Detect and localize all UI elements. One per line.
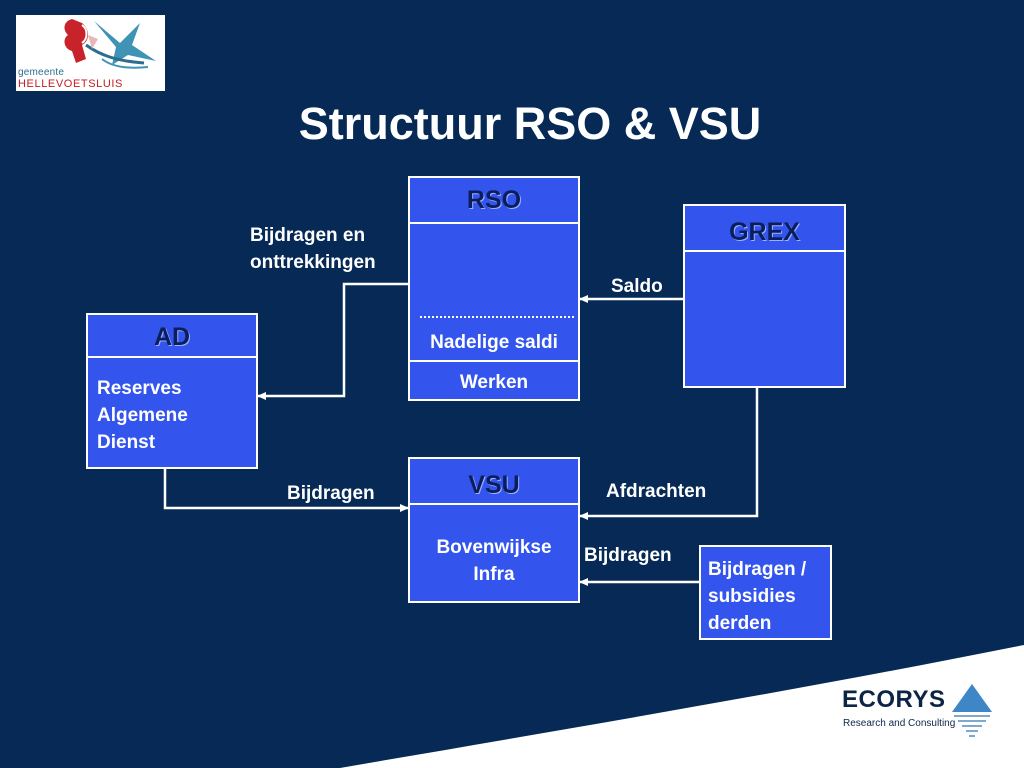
ad-description-line: Dienst [97, 432, 156, 453]
derden-box: Bijdragen / subsidies derden [699, 545, 832, 640]
rso-row-divider [410, 360, 578, 362]
logo-prefix: gemeente [18, 67, 65, 78]
derden-description-line: Bijdragen / [708, 559, 807, 580]
derden-description-line: subsidies [708, 586, 796, 607]
ad-heading: AD [88, 315, 256, 358]
vsu-description-line: Infra [473, 564, 515, 585]
vsu-heading: VSU [410, 459, 578, 505]
vsu-description: Bovenwijkse Infra [410, 534, 578, 588]
ecorys-logo: ECORYS Research and Consulting [842, 682, 1002, 746]
ad-description-line: Algemene [97, 405, 188, 426]
rso-dotted-divider [420, 316, 574, 318]
connector-ad-rso [257, 280, 416, 400]
ad-box: AD Reserves Algemene Dienst [86, 313, 258, 469]
ecorys-triangle-icon [952, 684, 992, 737]
municipality-logo: gemeente HELLEVOETSLUIS [16, 15, 165, 91]
grex-box: GREX [683, 204, 846, 388]
ecorys-tagline: Research and Consulting [843, 718, 956, 729]
label-ad-vsu: Bijdragen [287, 483, 375, 504]
logo-name: HELLEVOETSLUIS [18, 78, 123, 90]
grex-heading: GREX [685, 206, 844, 252]
rso-heading: RSO [410, 178, 578, 224]
derden-description: Bijdragen / subsidies derden [708, 556, 806, 637]
slide-title: Structuur RSO & VSU [298, 98, 762, 149]
rso-box: RSO Nadelige saldi Werken [408, 176, 580, 401]
vsu-box: VSU Bovenwijkse Infra [408, 457, 580, 603]
connector-ad-vsu [163, 469, 409, 512]
ad-description: Reserves Algemene Dienst [97, 375, 188, 456]
rso-row-nadelige-saldi: Nadelige saldi [430, 332, 558, 353]
label-ad-rso: Bijdragen en onttrekkingen [250, 222, 376, 276]
label-derden-vsu: Bijdragen [584, 545, 672, 566]
lion-emblem-icon [64, 19, 156, 69]
label-ad-rso-line: onttrekkingen [250, 252, 376, 273]
ecorys-name: ECORYS [842, 686, 946, 713]
label-ad-rso-line: Bijdragen en [250, 225, 366, 246]
label-grex-vsu: Afdrachten [606, 481, 707, 502]
ad-description-line: Reserves [97, 378, 182, 399]
label-grex-rso: Saldo [611, 276, 663, 297]
vsu-description-line: Bovenwijkse [436, 537, 552, 558]
rso-row-werken: Werken [459, 372, 529, 393]
connector-grex-vsu [579, 388, 759, 520]
derden-description-line: derden [708, 613, 772, 634]
